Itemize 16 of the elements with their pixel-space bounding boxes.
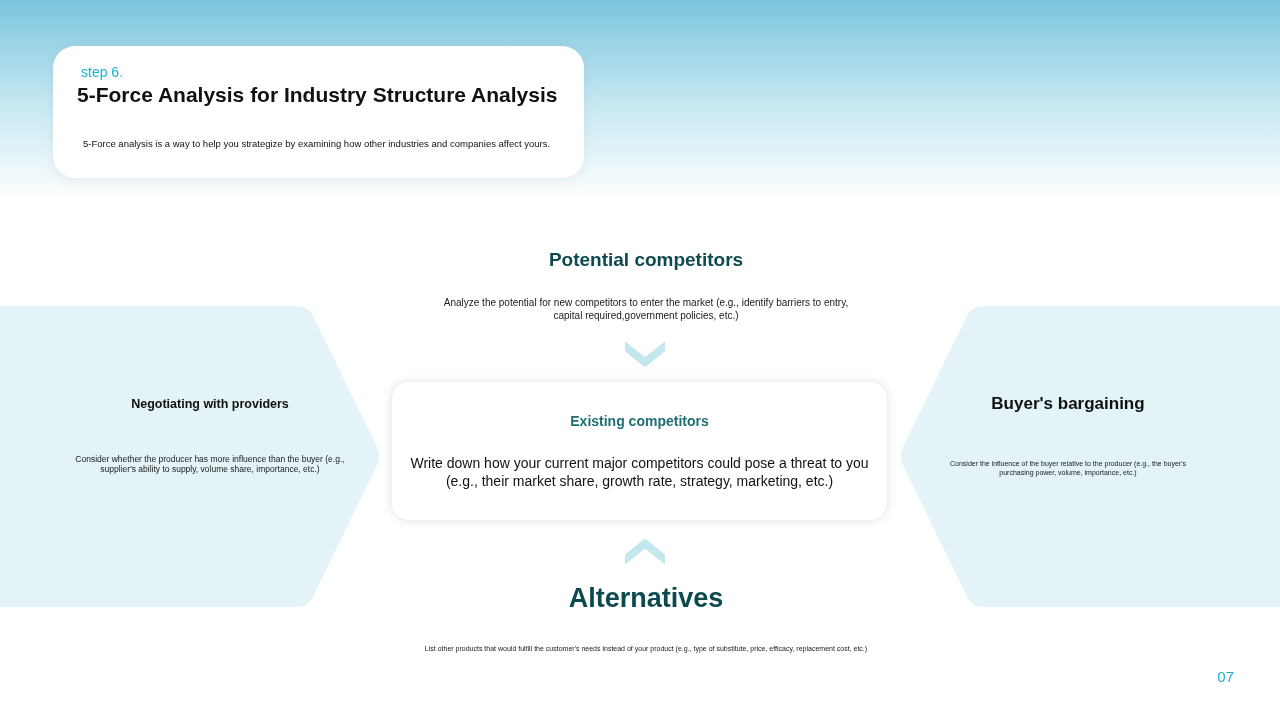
arrow-shaped-panel: [900, 306, 1280, 607]
step-label: step 6.: [81, 63, 124, 81]
description-text: 5-Force analysis is a way to help you strategize by examining how other industries and companies affect yours.: [83, 138, 551, 150]
page-title: 5-Force Analysis for Industry Structure Analysis: [77, 82, 558, 108]
node-heading: Buyer's bargaining: [991, 393, 1145, 415]
node-description: Analyze the potential for new competitors to enter the market (e.g., identify barriers to entry, capital required,government policies, etc.): [442, 296, 850, 322]
node-description: Consider whether the producer has more influence than the buyer (e.g., supplier's ability to supply, volume share, importance, etc.): [75, 454, 345, 474]
node-heading: Negotiating with providers: [131, 396, 289, 412]
node-heading: Existing competitors: [570, 412, 709, 430]
node-heading: Alternatives: [568, 582, 724, 614]
page-number: 07: [1217, 668, 1234, 686]
chevron-arrow: [625, 341, 665, 368]
chevron-arrow: [625, 538, 665, 565]
node-heading: Potential competitors: [548, 248, 744, 272]
node-description: Write down how your current major competitors could pose a threat to you (e.g., their market share, growth rate, strategy, marketing, etc.): [409, 454, 870, 490]
arrow-shaped-panel: [0, 306, 380, 607]
